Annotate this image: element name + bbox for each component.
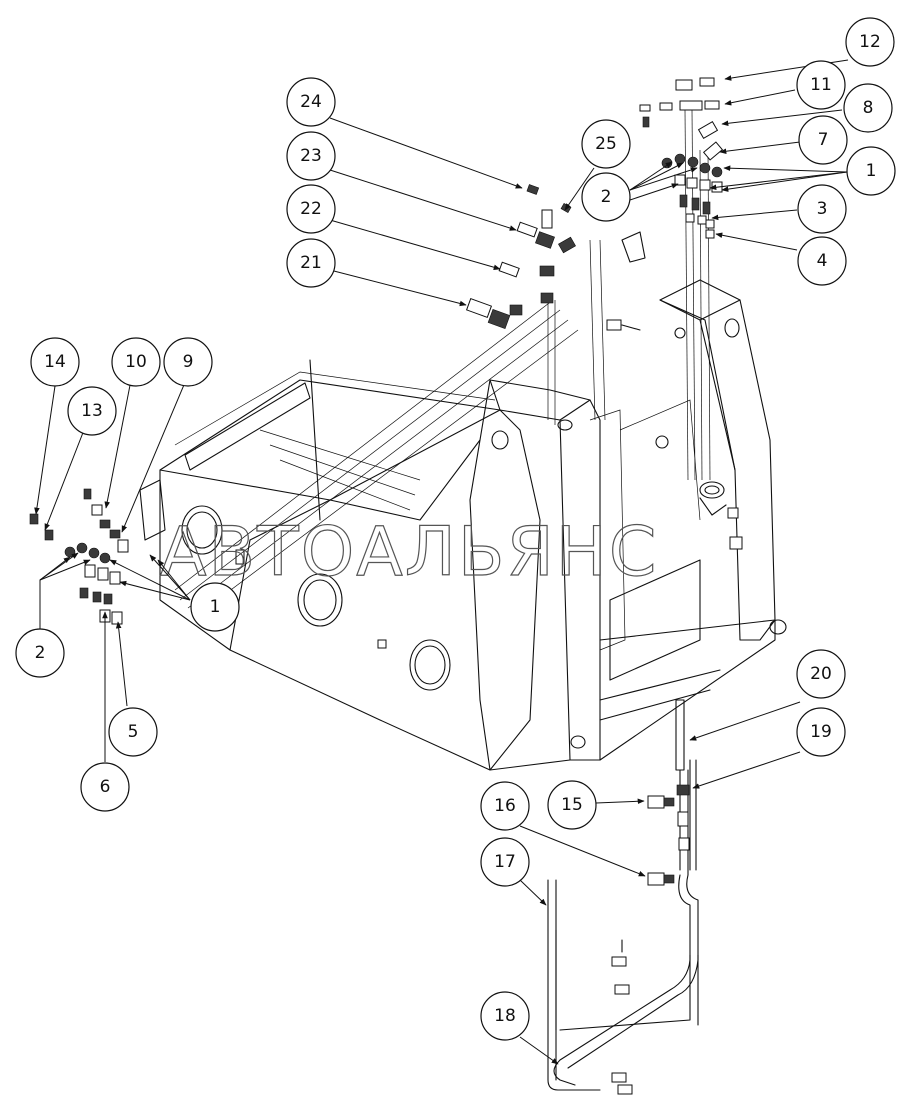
callout-22: 22	[286, 184, 336, 234]
svg-text:21: 21	[300, 253, 322, 273]
svg-text:2: 2	[35, 643, 46, 663]
svg-text:8: 8	[863, 98, 874, 118]
callout-2-left: 2	[15, 628, 65, 678]
svg-text:9: 9	[183, 352, 194, 372]
callout-24: 24	[286, 77, 336, 127]
top-right-fittings	[639, 77, 724, 239]
manifold-nuts	[661, 153, 723, 239]
svg-text:20: 20	[810, 664, 832, 684]
svg-text:14: 14	[44, 352, 66, 372]
callout-23: 23	[286, 131, 336, 181]
svg-text:6: 6	[100, 777, 111, 797]
svg-text:4: 4	[817, 251, 828, 271]
callout-3: 3	[797, 184, 847, 234]
callout-15: 15	[547, 780, 597, 830]
svg-text:24: 24	[300, 92, 322, 112]
upper-fittings	[465, 184, 646, 331]
callout-13: 13	[67, 386, 117, 436]
callout-19: 19	[796, 707, 846, 757]
svg-text:25: 25	[595, 134, 617, 154]
callout-18: 18	[480, 991, 530, 1041]
callout-10: 10	[111, 337, 161, 387]
callout-9: 9	[163, 337, 213, 387]
svg-text:2: 2	[601, 187, 612, 207]
svg-text:16: 16	[494, 796, 516, 816]
callout-25: 25	[581, 119, 631, 169]
callout-16: 16	[480, 781, 530, 831]
callout-4: 4	[797, 236, 847, 286]
callout-21: 21	[286, 238, 336, 288]
svg-text:15: 15	[561, 795, 583, 815]
callout-1-top: 1	[846, 146, 896, 196]
callout-11: 11	[796, 60, 846, 110]
svg-text:17: 17	[494, 852, 516, 872]
watermark-text: АВТОАЛЬЯНС	[160, 513, 658, 592]
callout-8: 8	[843, 83, 893, 133]
svg-text:3: 3	[817, 199, 828, 219]
callout-2-top: 2	[581, 172, 631, 222]
lower-pipes	[547, 699, 699, 1095]
svg-text:7: 7	[818, 130, 829, 150]
callout-7: 7	[798, 115, 848, 165]
callout-balloons: 12 11 8 7 1 2 3 4 25 24 23 22 21 14 10 9…	[15, 17, 896, 1041]
callout-20: 20	[796, 649, 846, 699]
callout-17: 17	[480, 837, 530, 887]
svg-text:10: 10	[125, 352, 147, 372]
svg-text:1: 1	[210, 597, 221, 617]
frame-assembly	[139, 279, 787, 771]
callout-6: 6	[80, 762, 130, 812]
callout-12: 12	[845, 17, 895, 67]
svg-text:23: 23	[300, 146, 322, 166]
svg-text:1: 1	[866, 161, 877, 181]
leader-lines	[34, 59, 849, 1065]
svg-text:13: 13	[81, 401, 103, 421]
svg-text:18: 18	[494, 1006, 516, 1026]
callout-1-left: 1	[190, 582, 240, 632]
svg-text:5: 5	[128, 722, 139, 742]
svg-text:19: 19	[810, 722, 832, 742]
svg-text:22: 22	[300, 199, 322, 219]
callout-14: 14	[30, 337, 80, 387]
callout-5: 5	[108, 707, 158, 757]
svg-text:11: 11	[810, 75, 832, 95]
svg-text:12: 12	[859, 32, 881, 52]
left-fittings	[29, 488, 129, 625]
